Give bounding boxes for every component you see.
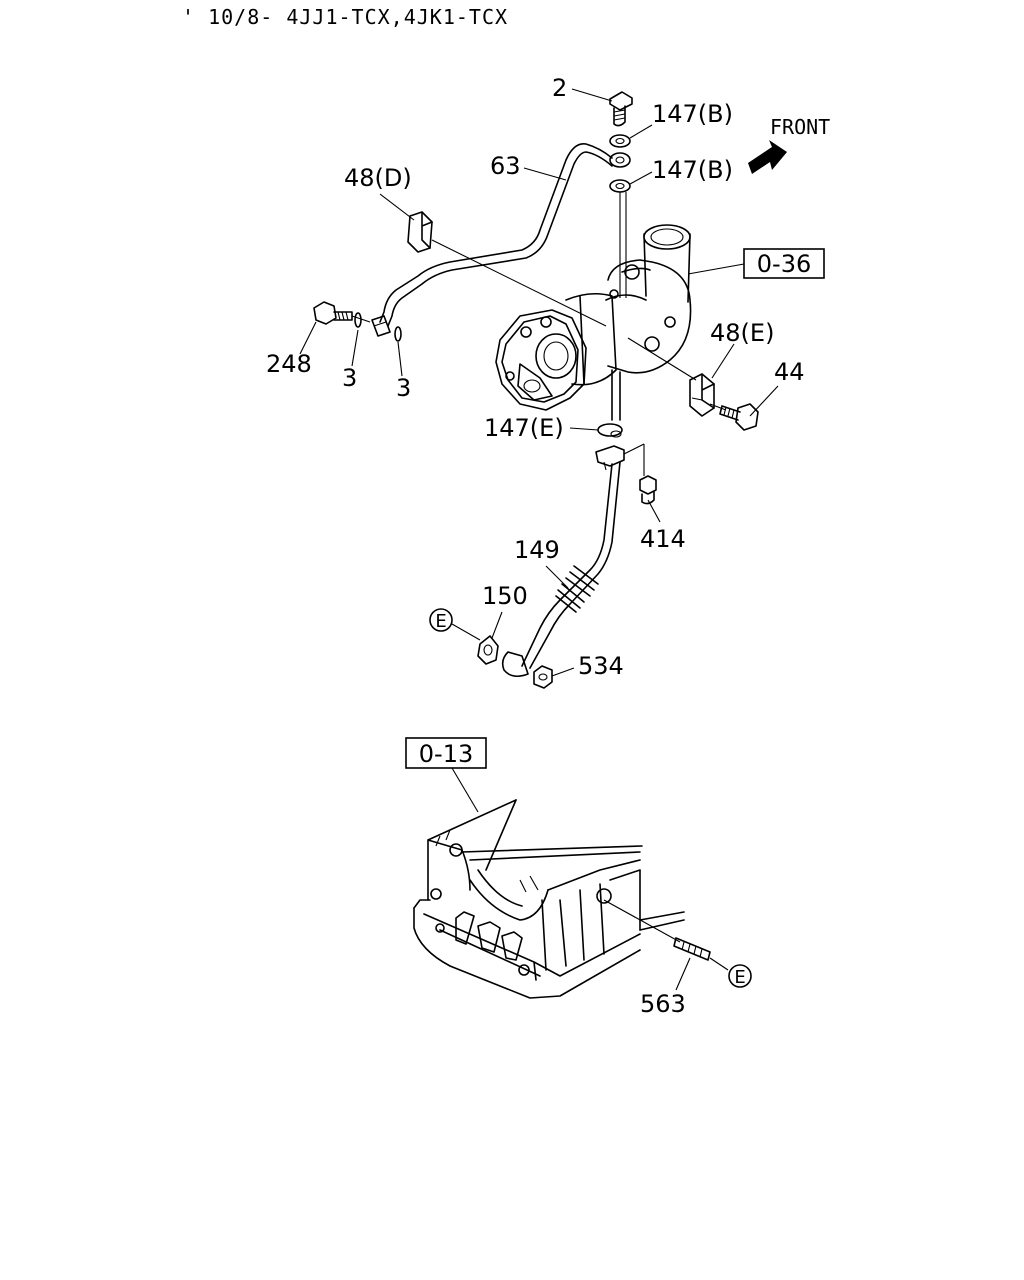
callout-147b-mid: 147(B) — [652, 156, 733, 184]
front-label: FRONT — [770, 115, 830, 139]
callout-147e: 147(E) — [484, 414, 564, 442]
nut-534[interactable] — [533, 665, 553, 689]
bolt-44[interactable] — [719, 403, 759, 431]
callout-150: 150 — [482, 582, 528, 610]
circle-mark-e-top: E — [429, 608, 453, 632]
gasket-150[interactable] — [477, 635, 499, 665]
bolt-2[interactable] — [609, 91, 633, 127]
clip-48d[interactable] — [407, 211, 433, 253]
washer-3b[interactable] — [394, 326, 402, 342]
front-arrow-icon — [748, 140, 787, 174]
washer-3a[interactable] — [354, 312, 362, 328]
svg-text:0-36: 0-36 — [757, 250, 811, 278]
svg-text:E: E — [435, 611, 446, 632]
callout-48d: 48(D) — [344, 164, 412, 192]
callout-3b: 3 — [396, 374, 411, 402]
turbocharger-assembly[interactable] — [495, 224, 692, 421]
washer-147b-top[interactable] — [609, 134, 631, 148]
diagram-title: ' 10/8- 4JJ1-TCX,4JK1-TCX — [182, 5, 508, 29]
callout-248: 248 — [266, 350, 312, 378]
bolt-248[interactable] — [313, 301, 353, 325]
callout-63: 63 — [490, 152, 521, 180]
gasket-147e[interactable] — [597, 423, 623, 438]
callout-534: 534 — [578, 652, 624, 680]
callout-414: 414 — [640, 525, 686, 553]
callout-563: 563 — [640, 990, 686, 1018]
ref-box-block[interactable]: 0-13 — [405, 737, 487, 769]
oil-feed-pipe-63[interactable] — [371, 143, 613, 337]
cylinder-block[interactable] — [413, 799, 685, 999]
callout-2: 2 — [552, 74, 567, 102]
ref-box-turbo[interactable]: 0-36 — [743, 248, 825, 279]
callout-48e: 48(E) — [710, 319, 774, 347]
callout-44: 44 — [774, 358, 805, 386]
stud-563[interactable] — [673, 937, 711, 961]
svg-text:0-13: 0-13 — [419, 740, 473, 768]
washer-147b-mid[interactable] — [609, 179, 631, 193]
eye-fitting-63[interactable] — [609, 152, 631, 168]
bolt-414[interactable] — [639, 475, 657, 505]
svg-text:E: E — [734, 967, 745, 988]
callout-147b-top: 147(B) — [652, 100, 733, 128]
callout-149: 149 — [514, 536, 560, 564]
callout-3a: 3 — [342, 364, 357, 392]
clip-48e[interactable] — [689, 373, 715, 417]
oil-drain-pipe-149[interactable] — [501, 445, 625, 678]
circle-mark-e-bottom: E — [728, 964, 752, 988]
